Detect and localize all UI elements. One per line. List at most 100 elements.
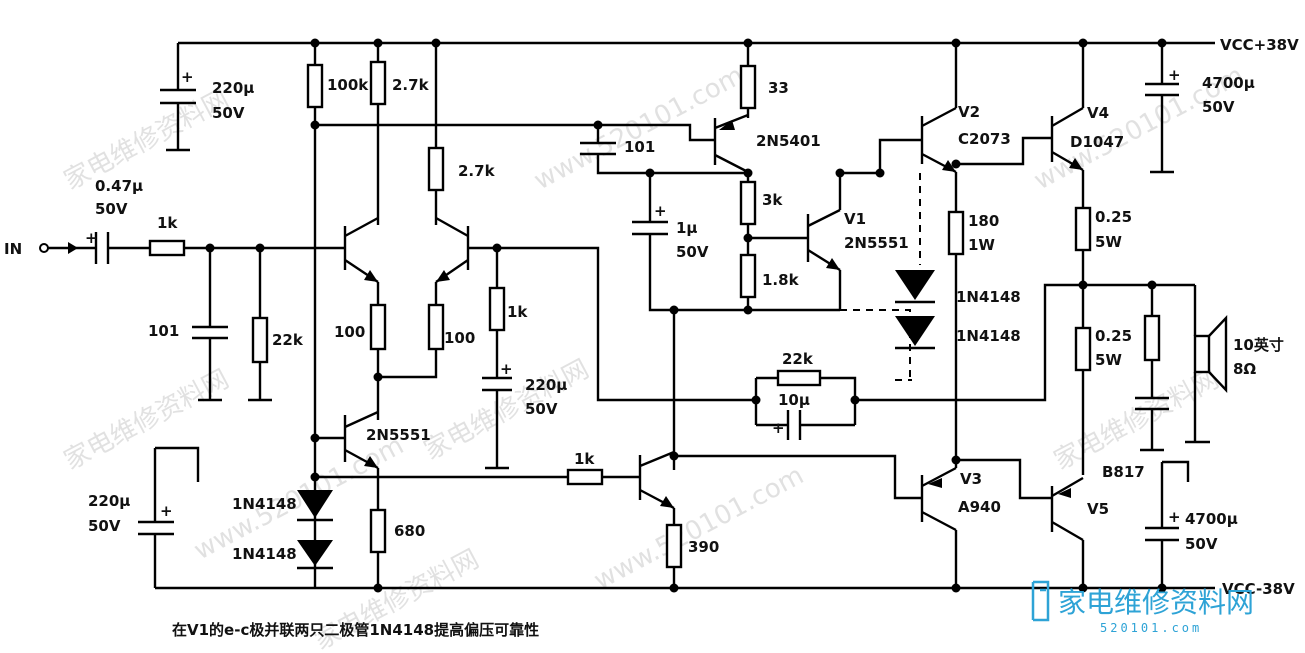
- bias-diodes: [297, 490, 333, 570]
- speaker-size: 10英寸: [1233, 336, 1284, 354]
- c1u-voltage: 50V: [676, 243, 709, 261]
- c1u-plus: +: [654, 202, 667, 220]
- diff-transistor-left: [343, 216, 380, 305]
- q-v5-label: V5: [1087, 500, 1109, 518]
- r22k-in-label: 22k: [272, 331, 304, 349]
- cap-101-input: [192, 248, 228, 402]
- r680: [369, 508, 387, 554]
- vas-transistor: [602, 450, 922, 588]
- svg-text:家电维修资料网: 家电维修资料网: [1058, 586, 1254, 619]
- svg-text:家电维修资料网: 家电维修资料网: [59, 364, 234, 476]
- c220-fb-voltage: 50V: [525, 400, 558, 418]
- r025-a-watt: 5W: [1095, 233, 1122, 251]
- r33-label: 33: [768, 79, 789, 97]
- c4700-top-value: 4700μ: [1202, 74, 1255, 92]
- c4700-bot-value: 4700μ: [1185, 510, 1238, 528]
- svg-text:+: +: [85, 229, 98, 247]
- junction-dots: [205, 38, 1167, 593]
- q-v2-type: C2073: [958, 130, 1011, 148]
- r22k-input: [248, 248, 272, 402]
- c101-in-label: 101: [148, 322, 179, 340]
- r100k: [306, 63, 324, 109]
- bias-bus: [315, 123, 715, 142]
- cap-101-mid: [580, 125, 748, 175]
- transistor-v4: [1050, 43, 1085, 208]
- speaker: [1185, 285, 1228, 444]
- r025-a-label: 0.25: [1095, 208, 1132, 226]
- q-v5-type: B817: [1102, 463, 1145, 481]
- r180-label: 180: [968, 212, 999, 230]
- d2-label: 1N4148: [232, 545, 297, 563]
- r180-watt: 1W: [968, 236, 995, 254]
- c4700-bot-voltage: 50V: [1185, 535, 1218, 553]
- r3k-label: 3k: [762, 191, 783, 209]
- q-v3-type: A940: [958, 498, 1001, 516]
- r27k-a-label: 2.7k: [392, 76, 430, 94]
- d4-label: 1N4148: [956, 327, 1021, 345]
- transistor-v2: [878, 43, 1052, 212]
- r100-b: [427, 303, 445, 351]
- r1k-fb: [488, 286, 506, 332]
- c220-fb-value: 220μ: [525, 376, 567, 394]
- q-v4-label: V4: [1087, 104, 1109, 122]
- transistor-v5: [1050, 476, 1085, 588]
- q-v1-label: V1: [844, 210, 866, 228]
- diff-transistor-right: [434, 216, 497, 305]
- r100-a: [369, 303, 387, 351]
- r025-a: [1074, 206, 1092, 252]
- site-logo: 家电维修资料网 520101.com: [1031, 580, 1254, 635]
- r100-b-label: 100: [444, 329, 475, 347]
- input-terminal: +: [39, 229, 150, 264]
- c1u-network: [632, 173, 840, 312]
- r27k-b-label: 2.7k: [458, 162, 496, 180]
- zobel-network: [1135, 285, 1169, 452]
- transistor-2n5401: [713, 113, 750, 182]
- neg-supply-label: VCC-38V: [1222, 580, 1295, 598]
- added-diodes: [840, 173, 935, 381]
- q-v2-label: V2: [958, 103, 980, 121]
- c220-bot-value: 220μ: [88, 492, 130, 510]
- pos-supply-label: VCC+38V: [1220, 36, 1299, 54]
- c220-top-value: 220μ: [212, 79, 254, 97]
- d3-label: 1N4148: [956, 288, 1021, 306]
- c220-top-voltage: 50V: [212, 104, 245, 122]
- r680-label: 680: [394, 522, 425, 540]
- r100-a-label: 100: [334, 323, 365, 341]
- r180: [947, 210, 965, 256]
- svg-text:www.520101.com: www.520101.com: [589, 460, 809, 596]
- feedback-shunt: [482, 248, 512, 470]
- svg-text:+: +: [181, 68, 194, 86]
- c220-fb-plus: +: [500, 360, 513, 378]
- current-source-transistor: [315, 410, 380, 588]
- input-label: IN: [4, 240, 22, 258]
- r025-b: [1074, 326, 1092, 372]
- r18k: [739, 253, 757, 299]
- c-in-value: 0.47μ: [95, 177, 143, 195]
- c101-mid-label: 101: [624, 138, 655, 156]
- feedback-line: [497, 246, 756, 402]
- q-v4-type: D1047: [1070, 133, 1124, 151]
- transistor-v1: [806, 171, 880, 310]
- c1u-value: 1μ: [676, 219, 697, 237]
- r27k-a: [369, 60, 387, 106]
- r33: [739, 64, 757, 110]
- c10u-label: 10μ: [778, 391, 810, 409]
- r100k-label: 100k: [327, 76, 369, 94]
- caption: 在V1的e-c极并联两只二极管1N4148提高偏压可靠性: [172, 621, 539, 639]
- cap-4700u-top: +: [1145, 43, 1181, 174]
- q-cs-label: 2N5551: [366, 426, 431, 444]
- svg-text:+: +: [1168, 508, 1181, 526]
- svg-text:520101.com: 520101.com: [1100, 621, 1202, 635]
- cap-220u-top: +: [160, 43, 196, 152]
- r18k-label: 1.8k: [762, 271, 800, 289]
- svg-text:家电维修资料网: 家电维修资料网: [1049, 364, 1224, 476]
- r22k-fb-label: 22k: [782, 350, 814, 368]
- q-v1-type: 2N5551: [844, 234, 909, 252]
- svg-text:家电维修资料网: 家电维修资料网: [59, 84, 234, 196]
- tail-node: [376, 349, 438, 420]
- svg-text:+: +: [1168, 66, 1181, 84]
- c4700-top-voltage: 50V: [1202, 98, 1235, 116]
- r-in-label: 1k: [157, 214, 178, 232]
- r390: [665, 523, 683, 569]
